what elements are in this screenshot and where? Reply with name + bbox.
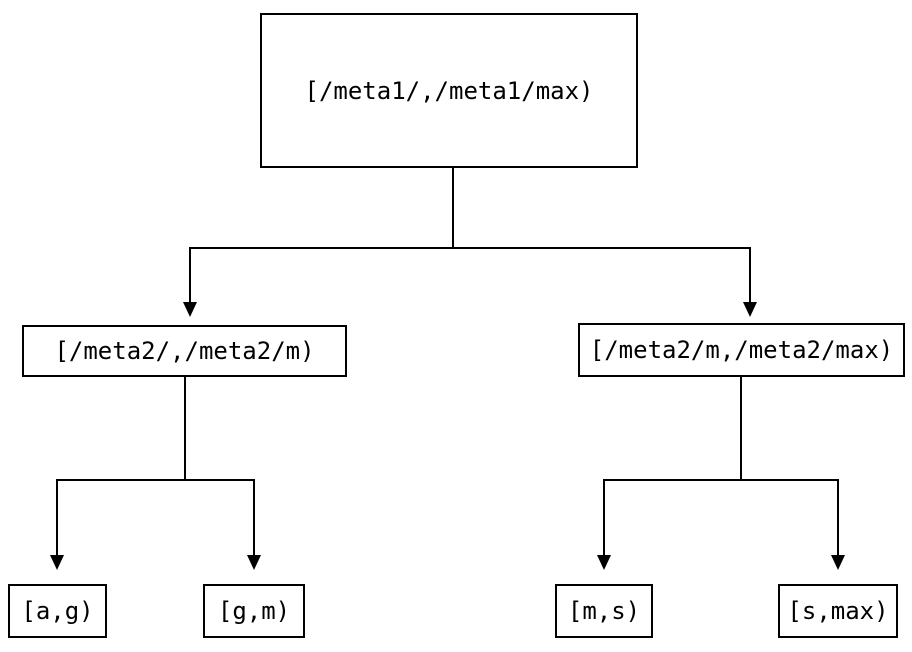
tree-node-root-label: [/meta1/,/meta1/max) (304, 76, 594, 105)
edge-to-leaf-ms (597, 479, 611, 570)
edge-to-leaf-ag (50, 479, 64, 570)
edge-root-to-right-child (743, 247, 757, 317)
tree-node-meta2-right-label: [/meta2/m,/meta2/max) (589, 336, 894, 364)
arrow-down-icon (743, 302, 757, 317)
tree-node-meta2-left: [/meta2/,/meta2/m) (22, 325, 347, 377)
tree-leaf-smax-label: [s,max) (787, 597, 889, 625)
tree-leaf-ag-label: [a,g) (21, 597, 94, 625)
tree-leaf-gm: [g,m) (203, 584, 305, 638)
arrow-down-icon (247, 555, 261, 570)
arrow-down-icon (597, 555, 611, 570)
arrow-down-icon (183, 302, 197, 317)
tree-leaf-ms: [m,s) (555, 584, 653, 638)
arrow-down-icon (50, 555, 64, 570)
tree-leaf-ms-label: [m,s) (567, 597, 641, 625)
tree-node-meta2-right: [/meta2/m,/meta2/max) (578, 323, 905, 377)
tree-leaf-ag: [a,g) (8, 584, 107, 638)
edge-to-leaf-smax (831, 479, 845, 570)
edge-to-leaf-gm (247, 479, 261, 570)
tree-leaf-gm-label: [g,m) (217, 597, 291, 625)
arrow-down-icon (831, 555, 845, 570)
tree-node-root: [/meta1/,/meta1/max) (260, 13, 638, 168)
edge-root-to-left-child (183, 247, 197, 317)
tree-leaf-smax: [s,max) (778, 584, 898, 638)
tree-node-meta2-left-label: [/meta2/,/meta2/m) (54, 337, 315, 365)
